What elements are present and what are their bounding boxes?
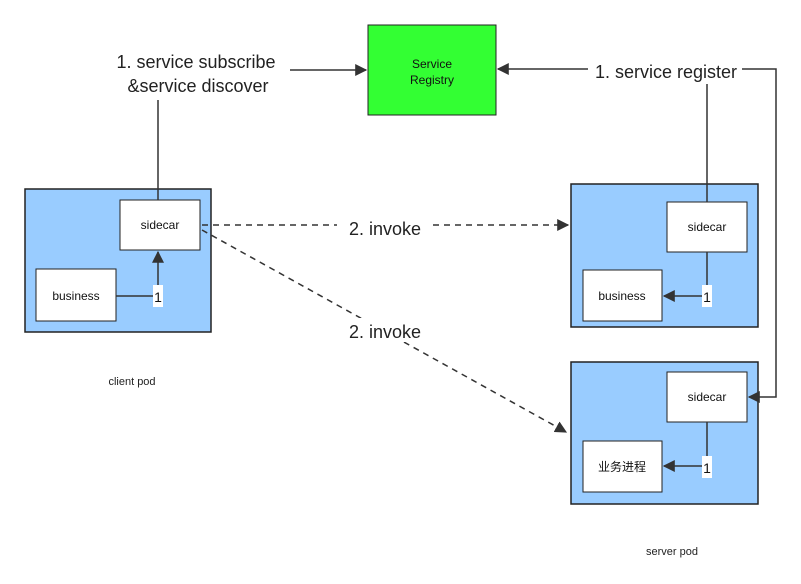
client-one-badge [153, 285, 163, 307]
client-business-label: business [52, 289, 99, 303]
invoke-top-label-bg [337, 214, 433, 236]
invoke-diagonal-label-bg [337, 318, 433, 342]
server-top-one-badge [702, 285, 712, 307]
server-bottom-sidecar-label: sidecar [688, 390, 727, 404]
subscribe-label-1: 1. service subscribe [116, 52, 275, 72]
server-top-business-box [582, 269, 663, 322]
server-pod-top: sidecar business 1 [570, 183, 759, 328]
invoke-diagonal-label: 2. invoke [349, 322, 421, 342]
server-top-business-label: business [598, 289, 645, 303]
server-bottom-one-badge [702, 456, 712, 478]
server-pod-label: server pod [646, 546, 698, 558]
service-registry-label-2: Registry [410, 73, 454, 87]
client-sidecar-label: sidecar [141, 218, 180, 232]
server-top-sidecar-label: sidecar [688, 220, 727, 234]
server-top-sidecar-box [666, 201, 748, 253]
client-pod: sidecar business 1 [24, 188, 212, 333]
invoke-diagonal-arrow [201, 229, 568, 433]
client-business-box [35, 268, 117, 322]
service-registry-label-1: Service [412, 57, 452, 71]
server-bottom-sidecar-box [666, 371, 748, 423]
server-bottom-business-label: 业务进程 [598, 459, 646, 474]
client-sidecar-box [119, 199, 201, 251]
client-one-label: 1 [154, 289, 162, 305]
server-bottom-one-label: 1 [703, 460, 711, 476]
service-registry: Service Registry [367, 24, 497, 116]
subscribe-label-2: &service discover [127, 76, 268, 96]
register-bottom-sidecar-line [742, 68, 777, 403]
server-bottom-business-box [582, 440, 663, 493]
service-registry-box [367, 24, 497, 116]
invoke-top-label: 2. invoke [349, 219, 421, 239]
register-label: 1. service register [595, 62, 737, 82]
server-pod-bottom: sidecar 业务进程 1 [570, 361, 759, 505]
server-top-one-label: 1 [703, 289, 711, 305]
client-pod-label: client pod [108, 376, 155, 388]
